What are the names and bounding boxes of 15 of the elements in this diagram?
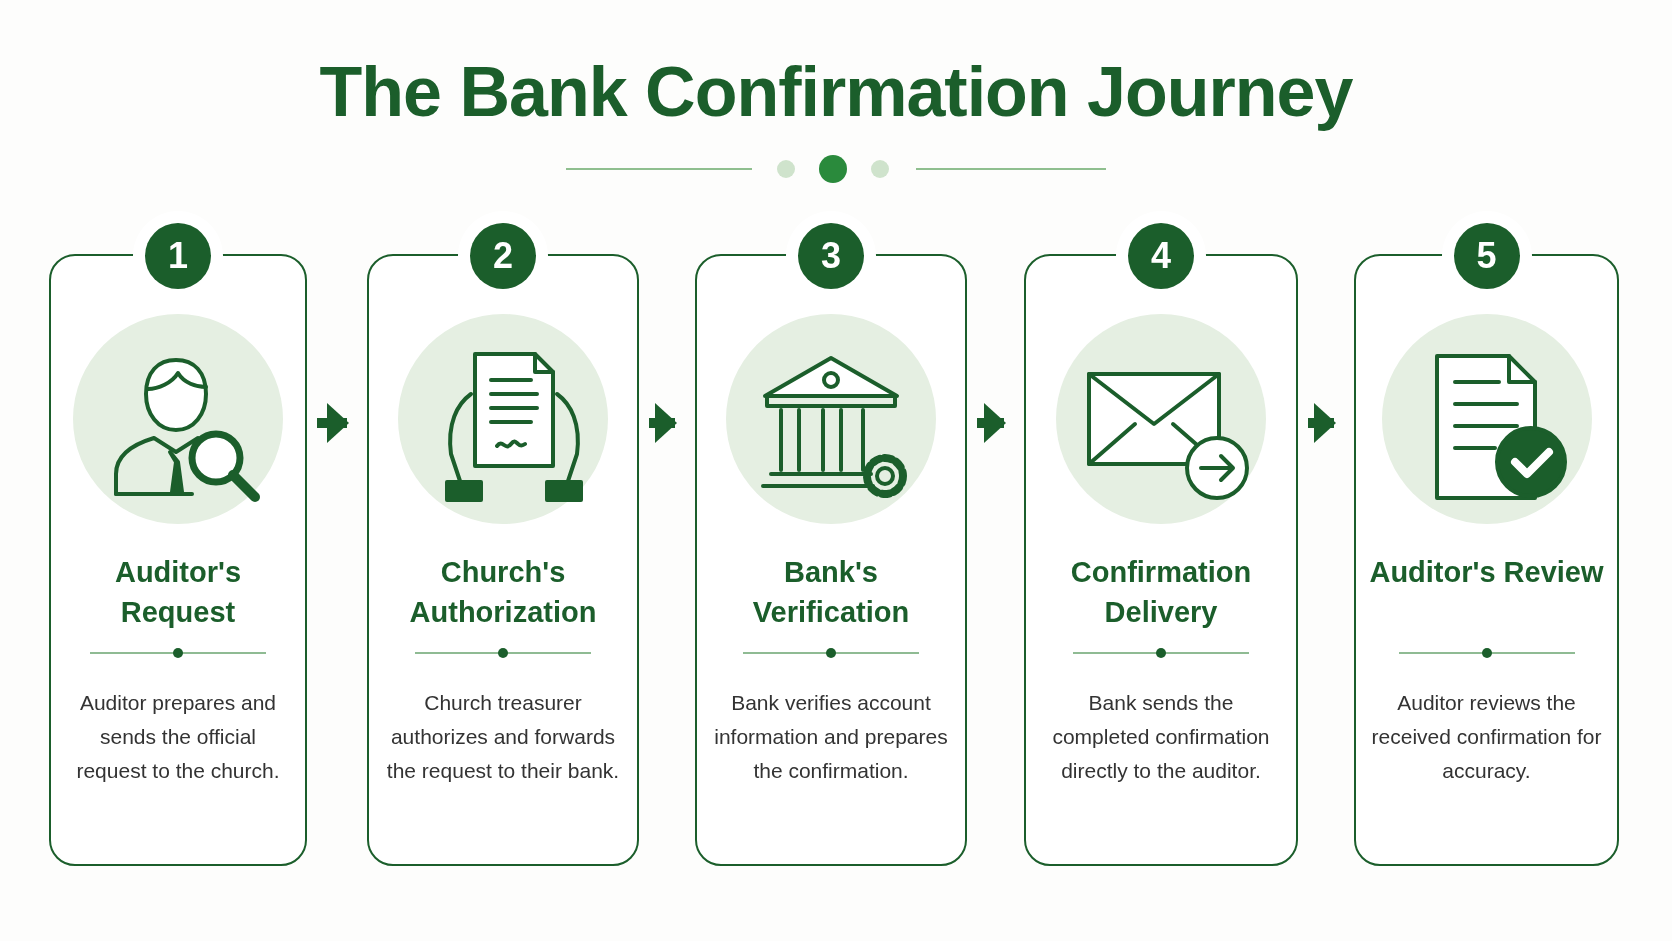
step-description: Auditor prepares and sends the official request to the church. xyxy=(75,690,281,784)
arrow xyxy=(649,403,677,443)
step-description: Bank verifies account information and prepares the confirmation. xyxy=(713,690,949,784)
step-description: Auditor reviews the received confirmation for accuracy. xyxy=(1370,690,1603,784)
arrow xyxy=(977,403,1006,443)
title: The Bank Confirmation Journey xyxy=(318,52,1354,132)
step-title: Auditor's Request xyxy=(113,555,243,630)
step-title: Confirmation Delivery xyxy=(1069,555,1253,630)
arrow xyxy=(317,403,349,443)
step-description: Bank sends the completed confirmation directly to the auditor. xyxy=(1051,690,1271,784)
step-title: Church's Authorization xyxy=(408,555,598,630)
arrow xyxy=(1308,403,1336,443)
step-title: Auditor's Review xyxy=(1368,555,1605,590)
step-description: Church treasurer authorizes and forwards the request to their bank. xyxy=(385,690,621,784)
step-title: Bank's Verification xyxy=(751,555,911,630)
